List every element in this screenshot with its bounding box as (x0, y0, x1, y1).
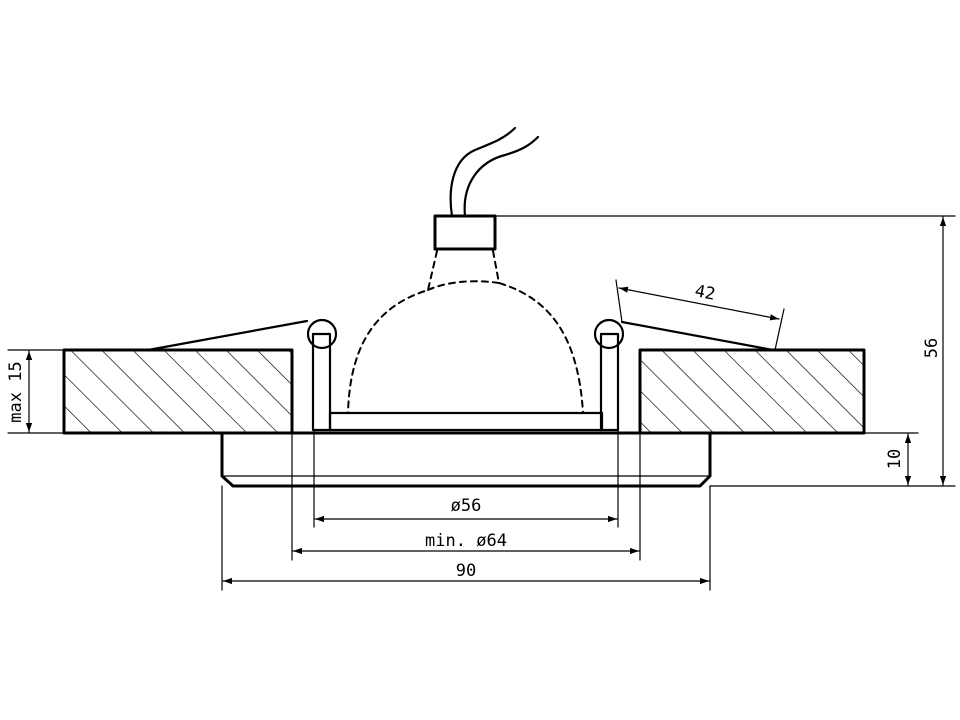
ceiling-left (62, 348, 294, 435)
dim-diameter-56: ø56 (451, 496, 482, 516)
dim-width-90: 90 (456, 561, 476, 581)
lamp-bulb-top (427, 280, 500, 291)
dimension-lines (25, 216, 947, 585)
cable (449, 126, 540, 218)
dim-min-diameter-64: min. ø64 (425, 531, 507, 551)
ceiling-right (638, 348, 866, 435)
trim-flange (220, 431, 712, 488)
socket (433, 214, 497, 251)
extension-lines (7, 215, 956, 591)
dim-max-15: max 15 (6, 361, 26, 422)
lamp-glass (328, 411, 604, 432)
lamp-bulb (347, 250, 584, 414)
dim-height-10: 10 (885, 449, 905, 469)
spring-left (146, 318, 338, 432)
dim-length-42: 42 (693, 281, 717, 305)
dim-height-56: 56 (922, 338, 942, 358)
spring-right (593, 318, 775, 432)
